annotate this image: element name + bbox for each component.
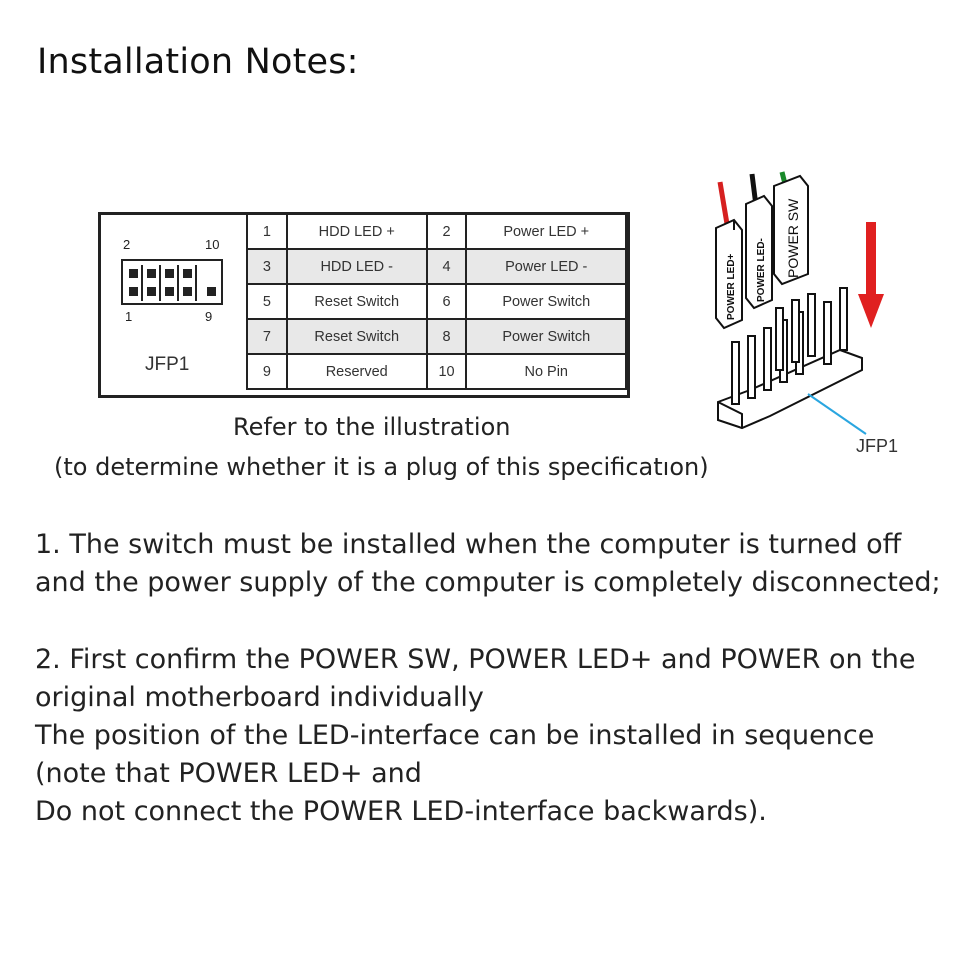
pin-function: HDD LED + [285, 213, 428, 250]
table-row: 1 HDD LED + 2 Power LED + [246, 213, 627, 250]
header-name: JFP1 [145, 354, 190, 375]
pin-8 [183, 269, 192, 278]
red-wire [717, 181, 731, 231]
note-line: The position of the LED-interface can be… [35, 720, 875, 751]
pin-function: Power Switch [465, 318, 627, 355]
pin-function: HDD LED - [285, 248, 428, 285]
pin-header-connector [121, 259, 223, 305]
plug-label-1: POWER LED+ [726, 253, 737, 320]
note-line: (note that POWER LED+ and [35, 758, 422, 789]
note-line: 1. The switch must be installed when the… [35, 529, 902, 560]
table-row: 7 Reset Switch 8 Power Switch [246, 318, 627, 355]
pin-2 [129, 269, 138, 278]
header-pins [731, 287, 848, 405]
illustration-caption: Refer to the illustration [233, 413, 511, 441]
pin-3 [147, 287, 156, 296]
connector-illustration: POWER LED+ POWER LED- POWER SW JFP1 [715, 171, 898, 456]
pin-4 [147, 269, 156, 278]
down-arrow-icon [858, 222, 884, 328]
table-row: 3 HDD LED - 4 Power LED - [246, 248, 627, 285]
pin-7 [183, 287, 192, 296]
pin-function: Reserved [285, 353, 428, 390]
pin-number: 6 [425, 283, 468, 320]
pin-number: 5 [246, 283, 288, 320]
pin-function-table: 1 HDD LED + 2 Power LED + 3 HDD LED - 4 … [246, 213, 627, 390]
pin-function: Power LED + [465, 213, 627, 250]
note-2: 2. First confirm the POWER SW, POWER LED… [35, 641, 960, 831]
plug-label-2: POWER LED- [756, 238, 767, 302]
pin-function: Reset Switch [285, 318, 428, 355]
header-graphic: 2 10 1 9 JFP1 [101, 215, 247, 395]
pin-1 [129, 287, 138, 296]
plug-power-led-minus: POWER LED- [745, 194, 773, 310]
illustration-header-label: JFP1 [856, 436, 898, 456]
pin-number-bottom-left: 1 [125, 309, 133, 324]
pin-9 [207, 287, 216, 296]
page-title: Installation Notes: [37, 42, 359, 82]
pin-6 [165, 269, 174, 278]
note-line: original motherboard individually [35, 682, 484, 713]
pin-number-top-left: 2 [123, 237, 131, 252]
pin-number: 2 [425, 213, 468, 250]
pin-number: 7 [246, 318, 288, 355]
pin-number: 10 [425, 353, 468, 390]
table-row: 5 Reset Switch 6 Power Switch [246, 283, 627, 320]
illustration-caption-detail: (to determine whether it is a plug of th… [54, 453, 709, 481]
note-line: and the power supply of the computer is … [35, 567, 941, 598]
pin-number: 3 [246, 248, 288, 285]
table-row: 9 Reserved 10 No Pin [246, 353, 627, 390]
note-1: 1. The switch must be installed when the… [35, 526, 960, 602]
plug-power-sw: POWER SW [773, 174, 809, 286]
plug-label-3: POWER SW [785, 198, 801, 278]
pin-function: No Pin [465, 353, 627, 390]
plug-power-led-plus: POWER LED+ [715, 218, 743, 330]
note-line: Do not connect the POWER LED-interface b… [35, 796, 767, 827]
pin-5 [165, 287, 174, 296]
pin-number: 8 [425, 318, 468, 355]
pin-number-bottom-right: 9 [205, 309, 213, 324]
jfp1-pointer-line [807, 393, 867, 435]
pin-number-top-right: 10 [205, 237, 220, 252]
pin-function: Power Switch [465, 283, 627, 320]
pin-number: 1 [246, 213, 288, 250]
pinout-diagram: 2 10 1 9 JFP1 1 HDD LED + 2 [98, 212, 630, 398]
pin-number: 9 [246, 353, 288, 390]
pin-function: Reset Switch [285, 283, 428, 320]
note-line: 2. First confirm the POWER SW, POWER LED… [35, 644, 916, 675]
pin-function: Power LED - [465, 248, 627, 285]
pin-number: 4 [425, 248, 468, 285]
